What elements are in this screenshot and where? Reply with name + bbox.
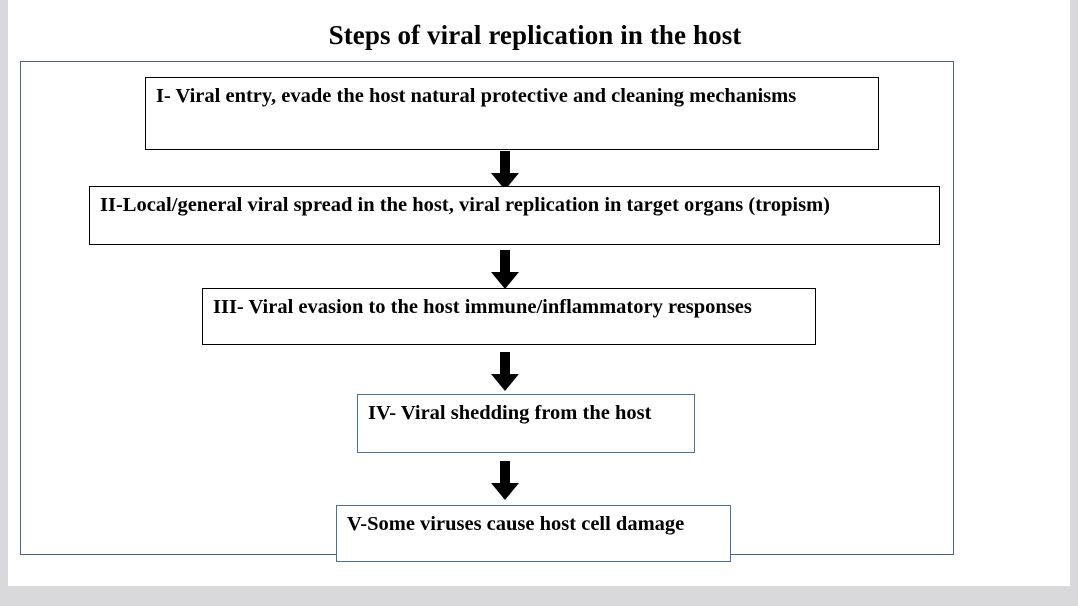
flow-step-1-label: I- Viral entry, evade the host natural p… [156, 85, 797, 107]
flow-step-5-label: V-Some viruses cause host cell damage [347, 513, 685, 535]
down-arrow-icon [490, 151, 520, 191]
flow-step-3[interactable]: III- Viral evasion to the host immune/in… [202, 288, 816, 345]
flow-step-2-label: II-Local/general viral spread in the hos… [100, 194, 830, 216]
flow-step-3-label: III- Viral evasion to the host immune/in… [213, 296, 752, 318]
page-title: Steps of viral replication in the host [328, 20, 742, 50]
flow-step-1[interactable]: I- Viral entry, evade the host natural p… [145, 77, 879, 150]
down-arrow-icon [490, 250, 520, 290]
down-arrow-icon [490, 461, 520, 501]
flow-step-5[interactable]: V-Some viruses cause host cell damage [336, 505, 731, 562]
flow-step-4[interactable]: IV- Viral shedding from the host [357, 394, 695, 453]
flow-step-4-label: IV- Viral shedding from the host [368, 402, 652, 424]
slide-canvas: Steps of viral replication in the host I… [8, 0, 1070, 586]
down-arrow-icon [490, 352, 520, 392]
flow-step-2[interactable]: II-Local/general viral spread in the hos… [89, 186, 940, 245]
